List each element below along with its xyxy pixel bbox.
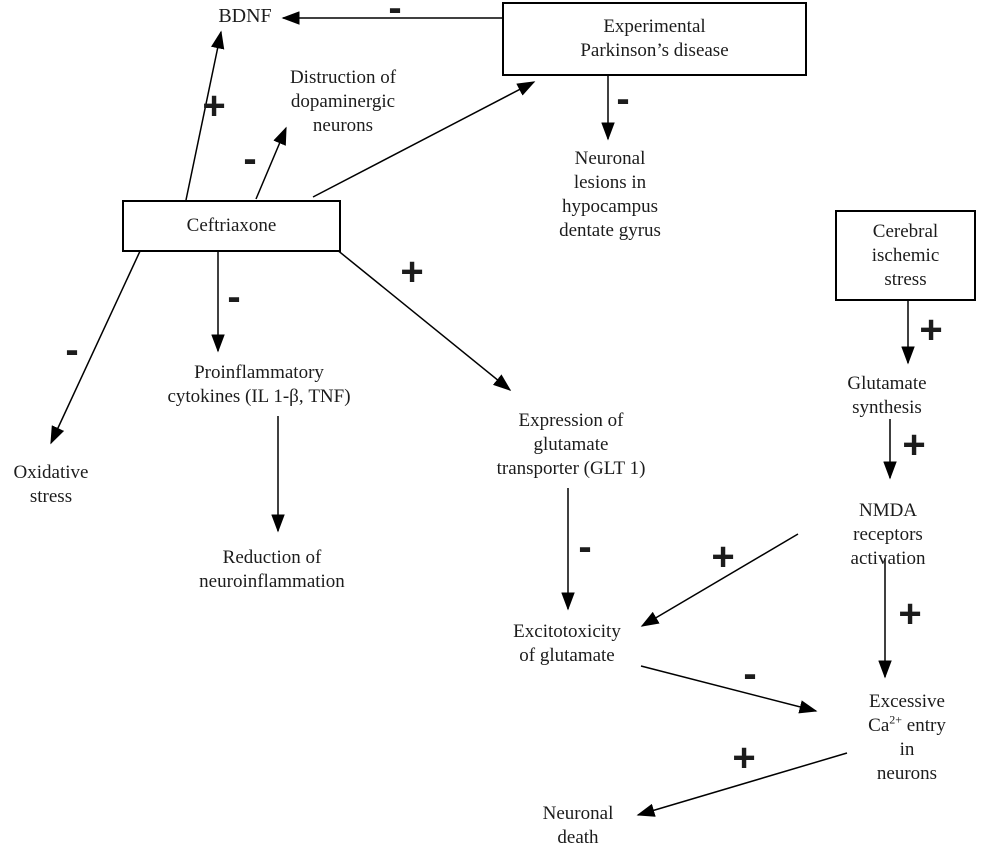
sign-excessive-death-plus: + <box>732 736 756 780</box>
sign-ceftriaxone-distruction-minus: - <box>243 137 257 181</box>
arrow-excessive-ca-to-neuronal-death <box>636 752 848 817</box>
node-oxidative-stress: Oxidative stress <box>13 462 89 507</box>
excessive-line3: neurons <box>876 763 938 784</box>
sign-expression-excitotoxicity-minus: - <box>578 525 592 569</box>
arrow-ceftriaxone-to-parkinsons <box>312 81 536 198</box>
node-ceftriaxone: Ceftriaxone <box>122 200 341 252</box>
ca-superscript: 2+ <box>889 712 903 727</box>
arrow-ceftriaxone-to-distruction <box>255 126 287 200</box>
sign-parkinsons-lesions-minus: - <box>616 77 630 121</box>
sign-glutamate-nmda-plus: + <box>902 423 926 467</box>
node-cerebral-ischemic-stress: Cerebral ischemic stress <box>835 210 976 301</box>
arrow-nmda-to-excitotoxicity <box>640 533 799 627</box>
node-expression-glt1: Expression of glutamate transporter (GLT… <box>496 410 646 479</box>
sign-excitotoxicity-excessive-minus: - <box>743 652 757 696</box>
excessive-line2: Ca2+ entry in <box>868 712 946 760</box>
sign-cerebral-glutamate-plus: + <box>919 308 943 352</box>
ca-rest: entry in <box>899 715 946 760</box>
node-glutamate-synthesis: Glutamate synthesis <box>847 373 927 418</box>
node-excessive-ca-entry: Excessive Ca2+ entry in neurons <box>867 690 948 786</box>
node-reduction-of-neuroinflammation: Reduction of neuroinflammation <box>199 547 345 592</box>
sign-nmda-excessive-plus: + <box>898 592 922 636</box>
node-excitotoxicity-of-glutamate: Excitotoxicity of glutamate <box>513 621 621 666</box>
node-proinflammatory-cytokines: Proinflammatory cytokines (IL 1-β, TNF) <box>167 362 351 407</box>
node-bdnf: BDNF <box>218 5 272 27</box>
arrow-ceftriaxone-to-expression-glt1 <box>335 248 512 391</box>
node-neuronal-lesions: Neuronal lesions in hypocampus dentate g… <box>559 148 661 241</box>
ca-base: Ca <box>868 715 890 736</box>
sign-ceftriaxone-bdnf-plus: + <box>202 84 226 128</box>
sign-parkinsons-bdnf-minus: - <box>388 0 402 30</box>
arrow-excitotoxicity-to-excessive-ca <box>640 665 818 714</box>
arrow-ceftriaxone-to-oxidative-stress <box>50 248 142 445</box>
node-experimental-parkinsons-disease: Experimental Parkinson’s disease <box>502 2 807 76</box>
excessive-line1: Excessive <box>869 691 945 712</box>
sign-ceftriaxone-proinflammatory-minus: - <box>227 275 241 319</box>
node-nmda-receptors-activation: NMDA receptors activation <box>850 500 926 569</box>
node-neuronal-death: Neuronal death <box>542 803 614 848</box>
sign-ceftriaxone-oxidative-minus: - <box>65 328 79 372</box>
arrow-ceftriaxone-to-bdnf <box>185 30 225 201</box>
sign-nmda-excitotoxicity-plus: + <box>711 535 735 579</box>
node-distruction-of-dopaminergic-neurons: Distruction of dopaminergic neurons <box>289 67 397 136</box>
sign-ceftriaxone-expression-plus: + <box>400 250 424 294</box>
